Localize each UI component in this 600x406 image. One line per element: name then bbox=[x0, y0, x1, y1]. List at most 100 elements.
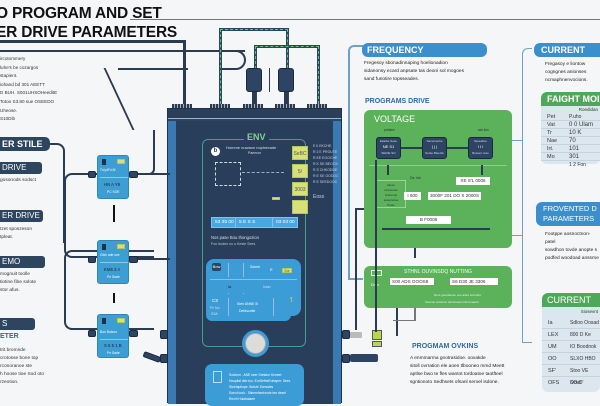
indicator-led bbox=[272, 197, 280, 200]
device-2[interactable]: Samoconhe | | | Sorke Bstecfe bbox=[422, 137, 447, 159]
module-text: HN A Y9 bbox=[104, 182, 121, 187]
drive-module-1[interactable]: Tu'ydFu'Af HN A Y9 PC SOE bbox=[97, 155, 129, 199]
table-header: Roedidan bbox=[578, 107, 598, 112]
cabinet-rail-left bbox=[168, 121, 176, 404]
module-text: Tu'ydFu'Af bbox=[100, 168, 116, 172]
section-subhead: ETER bbox=[0, 333, 19, 340]
screen-button-1[interactable]: SeBC bbox=[292, 146, 308, 160]
setting-field-2[interactable]: S6 D30 JE 3306 bbox=[450, 278, 498, 285]
connector-wire bbox=[512, 140, 522, 141]
module-connector bbox=[88, 330, 96, 337]
value-field-1[interactable]: XE S'L 0006 bbox=[456, 177, 490, 185]
schematic-line bbox=[242, 172, 284, 174]
schematic-grid bbox=[215, 162, 241, 186]
terminal-green bbox=[372, 341, 382, 347]
section-label-emo[interactable]: EMO bbox=[0, 256, 45, 268]
bus-line bbox=[0, 50, 245, 52]
program-overview-desc: A enmmarma gnotrasidoe. oovakde sitoll o… bbox=[410, 356, 505, 385]
panel-text: SSA bbox=[211, 312, 218, 316]
section-label-drive[interactable]: DRIVE bbox=[0, 162, 42, 174]
logic-box: sdoce ucsmonse Kotnem/t assanunse Pusle bbox=[376, 180, 406, 208]
intro-text: ircotommery luhe's be cozargos stapient.… bbox=[0, 56, 58, 122]
setting-title: STHNL OUVINSDQ NUTTING bbox=[404, 269, 472, 275]
section-label-s[interactable]: S bbox=[0, 318, 35, 330]
section-desc: gosonods sodsct bbox=[0, 178, 37, 183]
screen-button-3[interactable]: 3003 bbox=[292, 182, 308, 196]
divider bbox=[228, 298, 274, 316]
screen-heading: Homme nuwaon nopheeade bbox=[226, 145, 277, 150]
title-rule bbox=[130, 19, 600, 20]
module-connector bbox=[129, 256, 138, 263]
device-3[interactable]: Sereabuo I I I Bossen tose bbox=[468, 137, 493, 159]
device-label: pretden bbox=[384, 128, 395, 132]
connector-wire bbox=[50, 143, 65, 243]
panel-text: Pe Mo bbox=[210, 306, 220, 310]
doc-icon bbox=[213, 371, 222, 383]
terminal-green bbox=[372, 330, 382, 340]
terminal-block bbox=[243, 104, 263, 109]
small-label: Ds: lsb bbox=[410, 176, 421, 180]
bus-loop bbox=[220, 50, 246, 70]
divider bbox=[100, 339, 128, 340]
main-dial[interactable] bbox=[242, 330, 269, 357]
module-connector bbox=[88, 171, 96, 178]
panel-icon: CS bbox=[212, 298, 219, 303]
terminal-block bbox=[275, 104, 295, 109]
table-header: Siosevnt bbox=[580, 309, 598, 314]
value-field-3[interactable]: 3000F 201 DO S 2000S bbox=[428, 192, 481, 200]
drive-module-3[interactable]: Bon Bokmo S 5 5 1 B Pe Sade bbox=[97, 314, 129, 358]
module-led bbox=[117, 244, 125, 249]
contactor bbox=[278, 68, 294, 92]
readout-bar: 53 35 00 5 E S S 03 03 00 bbox=[211, 217, 298, 228]
connector-wire bbox=[396, 308, 398, 336]
value-field-4[interactable]: B F0008 bbox=[406, 216, 451, 224]
bus-line bbox=[183, 40, 186, 110]
side-connector bbox=[342, 354, 350, 363]
frequency-header: FREQUENCY bbox=[362, 43, 487, 57]
drive-module-2[interactable]: Gide ade sve KM5 3 A Pe Sade bbox=[97, 240, 129, 284]
screen-button-2[interactable]: 5/ bbox=[292, 164, 308, 178]
status-tag: Sor bbox=[282, 268, 292, 273]
connector-wire bbox=[143, 130, 155, 175]
divider bbox=[228, 263, 229, 277]
side-connector bbox=[342, 330, 350, 339]
terminal-block bbox=[172, 104, 192, 109]
voltage-title: VOLTAGE bbox=[374, 114, 416, 124]
module-icon bbox=[102, 159, 106, 165]
bus-line bbox=[0, 40, 185, 43]
cable-plug bbox=[142, 351, 162, 363]
value-field-2[interactable]: I 600 bbox=[404, 192, 421, 200]
connector-wire bbox=[355, 208, 364, 210]
cable-plug bbox=[350, 354, 378, 362]
setting-note: Ders gorodioosn sso arsut srerrohs bbox=[434, 293, 481, 297]
frequency-desc: Fregesoy sbonadinnaping hoelionadion sid… bbox=[364, 61, 464, 82]
section-label-style[interactable]: ER STILE bbox=[0, 137, 50, 151]
freq-params-desc: Footppe aosnoctnon-patel sowdhon tovde a… bbox=[545, 232, 599, 261]
setting-tag: Dovs bbox=[371, 283, 379, 287]
panel-button-1[interactable]: Bow bbox=[212, 263, 221, 271]
setting-panel: STHNL OUVINSDQ NUTTING Dovs S00 ADS OOOS… bbox=[364, 266, 512, 308]
device-1[interactable]: Eatebe Sose NE S1 SIENE SO bbox=[376, 137, 401, 159]
program-overview-title: PROGMAM OVKINS bbox=[412, 343, 479, 350]
arrow-down bbox=[387, 165, 389, 175]
divider bbox=[113, 293, 115, 303]
bus-line bbox=[118, 68, 188, 70]
screen-button-4[interactable] bbox=[292, 200, 308, 214]
drive-cabinet: ENV b Homme nuwaon nopheeade Paemon SeBC… bbox=[167, 108, 342, 406]
setting-field-1[interactable]: S00 ADS OOOS8 bbox=[390, 278, 434, 285]
table-row: 1 2 Fon bbox=[569, 162, 586, 168]
section-desc: tzet sposzeson tpleat. bbox=[0, 227, 32, 240]
device-label: sdc lion bbox=[478, 128, 489, 132]
connector-wire bbox=[512, 235, 522, 236]
section-label-er-drive[interactable]: ER DRIVE bbox=[0, 210, 43, 222]
connector-wire bbox=[130, 258, 170, 260]
